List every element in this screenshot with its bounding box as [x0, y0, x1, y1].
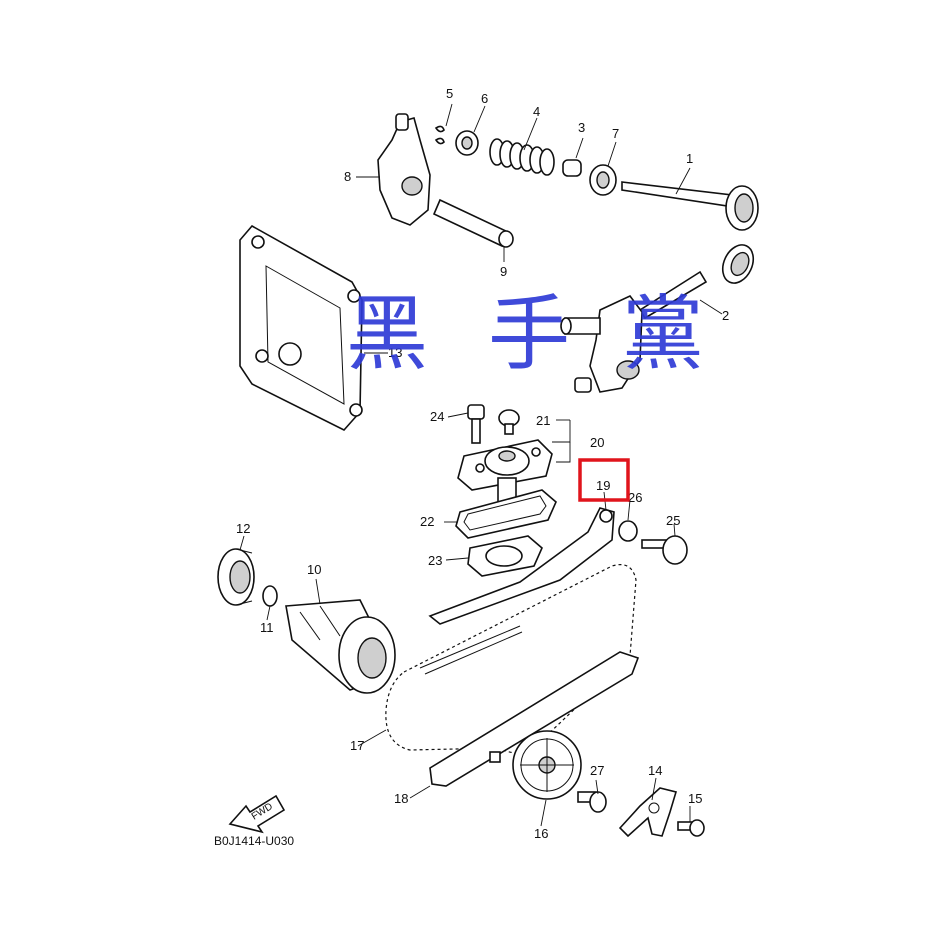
- valve-stem-seal: [562, 159, 582, 177]
- callout-26: 26: [628, 490, 642, 505]
- callout-18: 18: [394, 791, 408, 806]
- callout-6: 6: [481, 91, 488, 106]
- plate-14: [618, 787, 678, 838]
- callout-12: 12: [236, 521, 250, 536]
- callout-16: 16: [534, 826, 548, 841]
- highlight-box: [578, 458, 630, 502]
- callout-8: 8: [344, 169, 351, 184]
- callout-4: 4: [533, 104, 540, 119]
- callout-23: 23: [428, 553, 442, 568]
- bolt-15: [677, 819, 705, 837]
- callout-17: 17: [350, 738, 364, 753]
- valve-cotter: [434, 125, 445, 145]
- callout-2: 2: [722, 308, 729, 323]
- callout-1: 1: [686, 151, 693, 166]
- chain-guide-tensioner-side: [428, 507, 615, 625]
- tensioner-gasket: [455, 489, 557, 539]
- callout-7: 7: [612, 126, 619, 141]
- camshaft: [285, 599, 396, 694]
- callout-27: 27: [590, 763, 604, 778]
- callout-24: 24: [430, 409, 444, 424]
- callout-numbers: 1 2 3 4 5 6 7 8 9 10 11 12 13 14 15 16 1…: [236, 86, 729, 841]
- callout-20: 20: [590, 435, 604, 450]
- drawing-code: B0J1414-U030: [214, 834, 294, 848]
- o-ring-26: [618, 520, 638, 542]
- bearing-12: [217, 548, 255, 606]
- callout-15: 15: [688, 791, 702, 806]
- cam-sprocket: [512, 730, 582, 800]
- tensioner-bolt: [467, 404, 485, 444]
- callout-22: 22: [420, 514, 434, 529]
- o-ring-11: [262, 585, 278, 607]
- chain-guide-18: [429, 651, 640, 787]
- callout-21: 21: [536, 413, 550, 428]
- callout-13: 13: [388, 345, 402, 360]
- watermark-char-3: 黨: [622, 287, 704, 382]
- callout-3: 3: [578, 120, 585, 135]
- callout-19: 19: [596, 478, 610, 493]
- cylinder-head-gasket: [239, 224, 363, 431]
- fwd-arrow-icon: FWD: [228, 794, 286, 834]
- rocker-arm: [377, 113, 431, 226]
- intake-valve: [621, 181, 759, 231]
- pivot-bolt-25: [641, 535, 688, 565]
- callout-14: 14: [648, 763, 662, 778]
- callout-25: 25: [666, 513, 680, 528]
- rocker-arm-assembly: [560, 295, 643, 393]
- callout-11: 11: [260, 620, 274, 635]
- watermark-char-1: 黑: [346, 287, 428, 382]
- callout-5: 5: [446, 86, 453, 101]
- rocker-arm-shaft: [432, 198, 514, 248]
- exhaust-valve: [638, 244, 755, 320]
- tensioner-gasket-lower: [467, 535, 543, 577]
- watermark-char-2: 手: [488, 287, 570, 382]
- spring-seat: [455, 130, 479, 156]
- valve-spring: [489, 138, 555, 176]
- valve-spring-retainer: [589, 164, 617, 196]
- leader-lines: [239, 103, 723, 827]
- watermark: 黑 手 黨: [346, 287, 704, 382]
- callout-9: 9: [500, 264, 507, 279]
- sprocket-bolt-27: [577, 791, 607, 813]
- callout-10: 10: [307, 562, 321, 577]
- tensioner-cap-bolt: [498, 409, 520, 435]
